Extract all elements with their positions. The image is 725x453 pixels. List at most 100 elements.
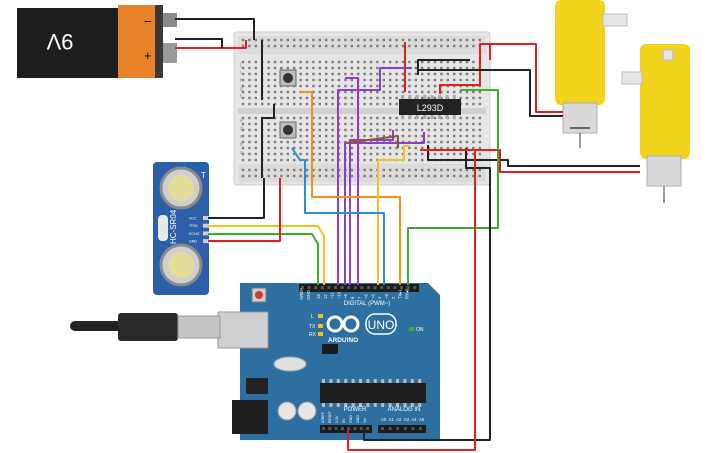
dc-motor-2[interactable] [621,44,690,203]
breadboard-hole [293,102,296,106]
breadboard-hole [472,122,475,126]
breadboard-hole [369,134,373,138]
wire-motor1-red[interactable] [482,43,563,113]
wire-battery-negative[interactable] [175,18,255,40]
push-button-top[interactable] [279,69,297,87]
breadboard-hole [478,122,481,126]
breadboard-hole [382,90,385,94]
breadboard-hole [350,90,353,94]
breadboard-hole [427,84,430,88]
usb-cable[interactable] [70,313,221,341]
breadboard-hole [318,146,321,150]
atmega-pin [418,403,422,407]
breadboard-hole [421,174,424,178]
chip-pin [438,115,441,119]
breadboard-hole [401,44,405,48]
breadboard-hole [318,128,321,132]
breadboard-hole [331,140,334,144]
breadboard-hole [299,96,302,100]
breadboard-hole [427,134,430,138]
breadboard-hole [440,72,443,76]
breadboard-hole [299,128,302,132]
breadboard-hole [382,134,385,138]
push-button-bottom[interactable] [279,121,297,139]
breadboard-hole [414,128,417,132]
dc-jack[interactable] [232,400,268,434]
breadboard-hole [427,60,430,64]
breadboard-hole [254,66,257,70]
wire-battery-negative-2[interactable] [175,38,223,48]
wire-sensor-vcc[interactable] [208,178,281,242]
breadboard-hole [433,128,437,132]
breadboard-hole [318,60,321,64]
breadboard-hole [344,128,347,132]
wire-yellow-chip[interactable] [377,145,410,285]
wire-sensor-echo[interactable] [208,225,325,285]
breadboard-hole [305,122,309,126]
breadboard-hole [312,84,315,88]
breadboard-hole [433,38,437,42]
breadboard-hole [337,78,341,82]
breadboard-hole [472,90,475,94]
breadboard-hole [273,60,277,64]
wire-blue-button[interactable] [291,147,385,285]
wire-chip-red-top[interactable] [439,43,491,94]
usb-port[interactable] [217,311,269,349]
breadboard-hole [305,44,309,48]
breadboard-hole [241,96,245,100]
breadboard-hole [459,72,462,76]
motor-2-gearbox [640,44,690,159]
sensor-pin-label: VCC [189,217,197,221]
breadboard-hole [382,102,385,106]
breadboard-hole [472,78,475,82]
breadboard-hole [312,66,315,70]
breadboard-hole [318,152,321,156]
breadboard-hole [241,66,245,70]
breadboard-hole [280,38,283,42]
wire-orange-button[interactable] [300,91,401,285]
breadboard-hole [312,158,315,162]
wire-black-button-1[interactable] [261,104,275,178]
breadboard-hole [421,78,424,82]
wire-sensor-trig[interactable] [208,233,319,285]
wire-purple-1[interactable] [337,67,412,285]
breadboard-hole [293,44,296,48]
wire-brown-chip[interactable] [345,135,399,148]
wire-motor2-black[interactable] [427,145,640,167]
dc-motor-1[interactable] [555,0,628,148]
sensor-model-label: HC-SR04 [169,209,178,244]
breadboard-hole [446,134,449,138]
breadboard-hole [248,66,251,70]
wire-motor1-black[interactable] [418,69,563,117]
l293d-chip[interactable]: L293D [399,95,461,119]
breadboard-hole [408,174,411,178]
atmega-pin [403,379,407,383]
wire-black-gnd-right[interactable] [363,148,491,441]
breadboard-hole [440,134,443,138]
breadboard-hole [254,146,257,150]
arduino-uno[interactable]: ARDUINO UNO DIGITAL (PWM~) POWER ANALOG … [217,283,440,440]
battery-cap [155,5,163,78]
breadboard-hole [382,44,385,48]
header-hole [419,427,422,430]
breadboard-hole [286,174,289,178]
breadboard-hole [363,66,366,70]
breadboard-hole [389,44,392,48]
wire-purple-2[interactable] [345,77,359,285]
wire-red-5v[interactable] [347,149,476,451]
breadboard-hole [446,168,449,172]
breadboard-hole [421,128,424,132]
breadboard-hole [446,140,449,144]
breadboard-hole [286,146,289,150]
wire-green-enable[interactable] [407,89,499,285]
wire-sensor-gnd[interactable] [208,178,265,219]
battery-9v[interactable]: 9V − + [17,5,177,78]
breadboard-hole [280,140,283,144]
atmega-pin [403,403,407,407]
reset-button-cap [255,291,263,299]
breadboard-hole [350,122,353,126]
wire-battery-positive[interactable] [175,40,247,49]
breadboard-hole [414,158,417,162]
breadboard-hole [248,146,251,150]
